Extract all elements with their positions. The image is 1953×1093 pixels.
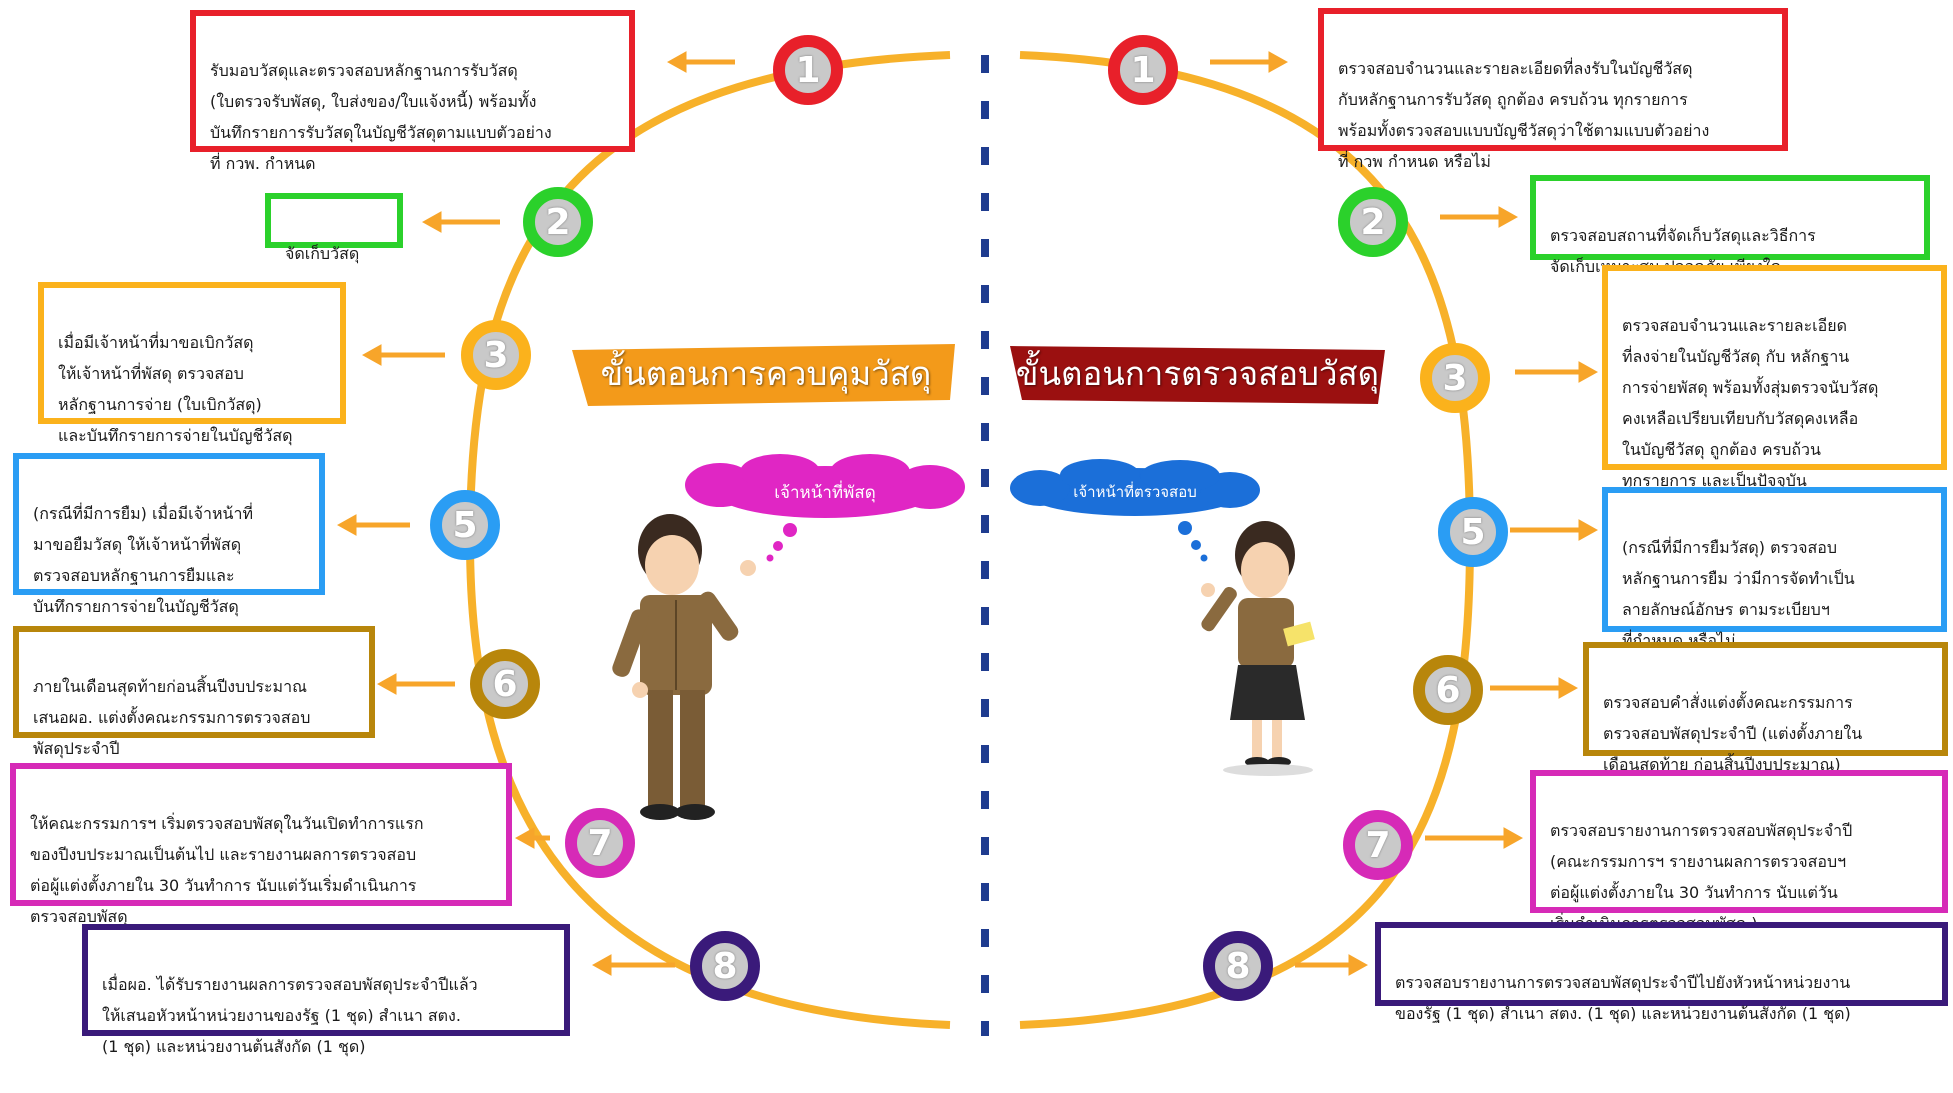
left-step-3-text: เมื่อมีเจ้าหน้าที่มาขอเบิกวัสดุ ให้เจ้าห… — [58, 333, 293, 445]
right-role-label: เจ้าหน้าที่ตรวจสอบ — [1073, 483, 1197, 501]
right-step-8-text: ตรวจสอบรายงานการตรวจสอบพัสดุประจำปีไปยัง… — [1395, 973, 1851, 1023]
right-step-5-box: (กรณีที่มีการยืมวัสดุ) ตรวจสอบ หลักฐานกา… — [1602, 487, 1947, 650]
right-step-number-8: 8 — [1203, 931, 1273, 1001]
process-diagram: ขั้นตอนการควบคุมวัสดุ ขั้นตอนการตรวจสอบว… — [10, 8, 1948, 1056]
left-arrow-7 — [514, 827, 550, 849]
left-arrow-8 — [591, 954, 675, 976]
right-arrow-7 — [1425, 827, 1524, 849]
right-arrow-6 — [1490, 677, 1579, 699]
right-section-title: ขั้นตอนการตรวจสอบวัสดุ — [1015, 354, 1380, 393]
left-step-5-text: (กรณีที่มีการยืม) เมื่อมีเจ้าหน้าที่ มาข… — [33, 504, 253, 616]
left-arrow-5 — [336, 514, 410, 536]
left-step-number-7: 7 — [565, 808, 635, 878]
right-title-banner-shape — [1010, 346, 1385, 404]
right-step-number-1: 1 — [1108, 35, 1178, 105]
right-arrow-2 — [1440, 206, 1519, 228]
left-step-2-box: จัดเก็บวัสดุ — [265, 193, 403, 263]
left-arrows — [336, 51, 735, 976]
left-title-banner-shape — [572, 344, 955, 406]
left-step-7-text: ให้คณะกรรมการฯ เริ่มตรวจสอบพัสดุในวันเปิ… — [30, 814, 424, 926]
right-step-7-box: ตรวจสอบรายงานการตรวจสอบพัสดุประจำปี (คณะ… — [1530, 770, 1948, 933]
right-step-6-box: ตรวจสอบคำสั่งแต่งตั้งคณะกรรมการ ตรวจสอบพ… — [1583, 642, 1948, 774]
right-arrow-1 — [1210, 51, 1289, 73]
left-step-6-text: ภายในเดือนสุดท้ายก่อนสิ้นปีงบประมาณ เสนอ… — [33, 677, 311, 758]
left-arrow-1 — [666, 51, 735, 73]
right-step-7-text: ตรวจสอบรายงานการตรวจสอบพัสดุประจำปี (คณะ… — [1550, 821, 1853, 933]
left-step-number-1: 1 — [773, 35, 843, 105]
right-step-number-5: 5 — [1438, 497, 1508, 567]
left-section-title: ขั้นตอนการควบคุมวัสดุ — [600, 354, 932, 393]
right-speech-cloud — [1010, 459, 1260, 562]
right-step-1-text: ตรวจสอบจำนวนและรายละเอียดที่ลงรับในบัญชี… — [1338, 59, 1710, 171]
right-step-2-box: ตรวจสอบสถานที่จัดเก็บวัสดุและวิธีการ จัด… — [1530, 175, 1930, 276]
right-step-5-text: (กรณีที่มีการยืมวัสดุ) ตรวจสอบ หลักฐานกา… — [1622, 538, 1855, 650]
left-arrow-6 — [376, 673, 455, 695]
right-step-8-box: ตรวจสอบรายงานการตรวจสอบพัสดุประจำปีไปยัง… — [1375, 922, 1948, 1023]
left-role-label: เจ้าหน้าที่พัสดุ — [774, 483, 876, 503]
left-step-8-text: เมื่อผอ. ได้รับรายงานผลการตรวจสอบพัสดุปร… — [102, 975, 478, 1056]
left-step-6-box: ภายในเดือนสุดท้ายก่อนสิ้นปีงบประมาณ เสนอ… — [13, 626, 375, 758]
diagram-artwork — [336, 51, 1599, 1036]
right-arrow-3 — [1515, 361, 1599, 383]
right-step-3-text: ตรวจสอบจำนวนและรายละเอียด ที่ลงจ่ายในบัญ… — [1622, 316, 1879, 490]
left-arrow-3 — [361, 344, 445, 366]
left-step-3-box: เมื่อมีเจ้าหน้าที่มาขอเบิกวัสดุ ให้เจ้าห… — [38, 282, 346, 445]
left-step-number-3: 3 — [461, 320, 531, 390]
right-arrow-5 — [1510, 519, 1599, 541]
right-arrows — [1210, 51, 1599, 976]
right-step-number-6: 6 — [1413, 655, 1483, 725]
left-arrow-2 — [421, 211, 500, 233]
left-step-1-box: รับมอบวัสดุและตรวจสอบหลักฐานการรับวัสดุ … — [190, 10, 635, 173]
left-step-number-5: 5 — [430, 490, 500, 560]
left-step-5-box: (กรณีที่มีการยืม) เมื่อมีเจ้าหน้าที่ มาข… — [13, 453, 325, 616]
right-step-6-text: ตรวจสอบคำสั่งแต่งตั้งคณะกรรมการ ตรวจสอบพ… — [1603, 693, 1863, 774]
left-step-number-8: 8 — [690, 931, 760, 1001]
left-step-2-text: จัดเก็บวัสดุ — [285, 244, 360, 263]
left-step-7-box: ให้คณะกรรมการฯ เริ่มตรวจสอบพัสดุในวันเปิ… — [10, 763, 512, 926]
right-arrow-8 — [1295, 954, 1369, 976]
left-step-8-box: เมื่อผอ. ได้รับรายงานผลการตรวจสอบพัสดุปร… — [82, 924, 570, 1056]
right-step-1-box: ตรวจสอบจำนวนและรายละเอียดที่ลงรับในบัญชี… — [1318, 8, 1788, 171]
left-step-number-6: 6 — [470, 649, 540, 719]
right-step-3-box: ตรวจสอบจำนวนและรายละเอียด ที่ลงจ่ายในบัญ… — [1602, 265, 1947, 490]
left-speech-cloud — [685, 454, 965, 562]
right-step-number-7: 7 — [1343, 810, 1413, 880]
officer-figure-female — [1201, 521, 1315, 776]
right-step-number-3: 3 — [1420, 343, 1490, 413]
left-step-1-text: รับมอบวัสดุและตรวจสอบหลักฐานการรับวัสดุ … — [210, 61, 552, 173]
officer-figure-male — [612, 514, 756, 820]
